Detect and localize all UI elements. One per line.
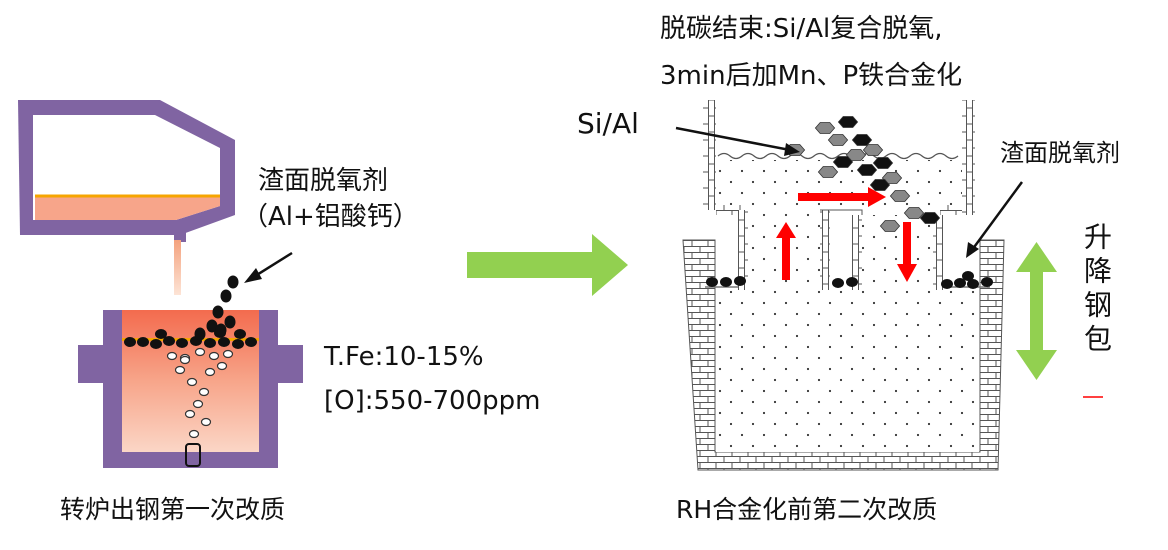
circulation-arrows (776, 187, 917, 282)
argon-bubble (188, 429, 200, 439)
slag-particle (734, 276, 746, 286)
alloy-particle (881, 172, 903, 184)
rh-slag-layer (706, 271, 993, 289)
slag-particle (150, 339, 162, 349)
first-ladle (78, 310, 303, 468)
alloy-particle (832, 156, 854, 168)
alloy-particle (879, 220, 901, 232)
alloy-particle (869, 179, 891, 191)
left-deoxidizer-label: 渣面脱氧剂 (258, 166, 389, 196)
alloy-particle (814, 122, 836, 134)
composition-oxygen: [O]:550-700ppm (324, 386, 541, 416)
slag-particle (232, 339, 244, 349)
rh-ladle (682, 239, 1005, 471)
slag-particle (245, 337, 257, 347)
slag-particle (218, 337, 230, 347)
falling-deoxidizer (194, 275, 239, 341)
slag-particle (204, 338, 216, 348)
converter-vessel (18, 100, 235, 242)
argon-bubble (192, 399, 204, 409)
sial-pointer-arrow (675, 126, 800, 156)
left-deoxidizer-formula: （Al+铝酸钙） (242, 202, 419, 232)
slag-particle (846, 277, 858, 287)
slag-particle (967, 279, 979, 289)
sial-label: Si/Al (577, 107, 639, 140)
alloy-particle (889, 190, 911, 202)
slag-particle (962, 271, 974, 281)
composition-tfe: T.Fe:10-15% (324, 342, 484, 372)
process-arrow (467, 234, 628, 296)
lift-ladle-label: 升降钢包 (1080, 222, 1113, 358)
rh-note-line1: 脱碳结束:Si/Al复合脱氧, (660, 14, 943, 44)
argon-bubble (174, 365, 186, 375)
alloy-particle (856, 164, 878, 176)
argon-bubble (179, 355, 191, 365)
alloy-particle (837, 116, 859, 128)
deoxidizer-particle (212, 305, 224, 319)
slag-particle (234, 329, 246, 339)
slag-particle (706, 277, 718, 287)
argon-bubble (208, 351, 220, 361)
deoxidizer-particle (194, 327, 206, 341)
alloy-particle (851, 134, 873, 146)
steel-stream (174, 240, 181, 295)
left-slag-layer (124, 328, 257, 349)
argon-bubble (198, 387, 210, 397)
slag-particle (954, 278, 966, 288)
alloy-particle (827, 134, 849, 146)
argon-bubble (184, 409, 196, 419)
argon-bubble (216, 361, 228, 371)
alloy-particle (845, 149, 867, 161)
slag-particle (832, 278, 844, 288)
right-pointer-arrow (966, 181, 1024, 258)
lift-double-arrow (1016, 242, 1057, 380)
alloy-particle (817, 166, 839, 178)
alloy-particle (919, 212, 941, 224)
slag-particle (137, 337, 149, 347)
slag-particle (720, 277, 732, 287)
rh-vacuum-vessel (703, 100, 975, 290)
left-caption: 转炉出钢第一次改质 (60, 495, 286, 524)
right-deoxidizer-label: 渣面脱氧剂 (1000, 139, 1120, 167)
slag-particle (981, 277, 993, 287)
slag-particle (163, 336, 175, 346)
left-pointer-arrow (244, 251, 293, 283)
deoxidizer-particle (220, 289, 232, 303)
deoxidizer-particle (206, 319, 218, 333)
argon-bubble (222, 349, 234, 359)
slag-particle (941, 279, 953, 289)
deoxidizer-particle (227, 275, 239, 289)
right-caption: RH合金化前第二次改质 (676, 495, 938, 524)
alloy-particle (903, 207, 925, 219)
deoxidizer-particle (215, 323, 227, 337)
argon-bubble (194, 347, 206, 357)
argon-bubble (204, 367, 216, 377)
alloy-particle (862, 144, 884, 156)
slag-particle (176, 338, 188, 348)
argon-bubble (200, 417, 212, 427)
argon-bubble (166, 351, 178, 361)
deoxidizer-particle (224, 315, 236, 329)
rh-note-line2: 3min后加Mn、P铁合金化 (660, 61, 963, 91)
sial-particles (784, 116, 941, 232)
slag-particle (124, 337, 136, 347)
argon-bubble (186, 377, 198, 387)
slag-particle (155, 329, 167, 339)
alloy-particle (872, 157, 894, 169)
argon-bubbles (166, 347, 234, 439)
